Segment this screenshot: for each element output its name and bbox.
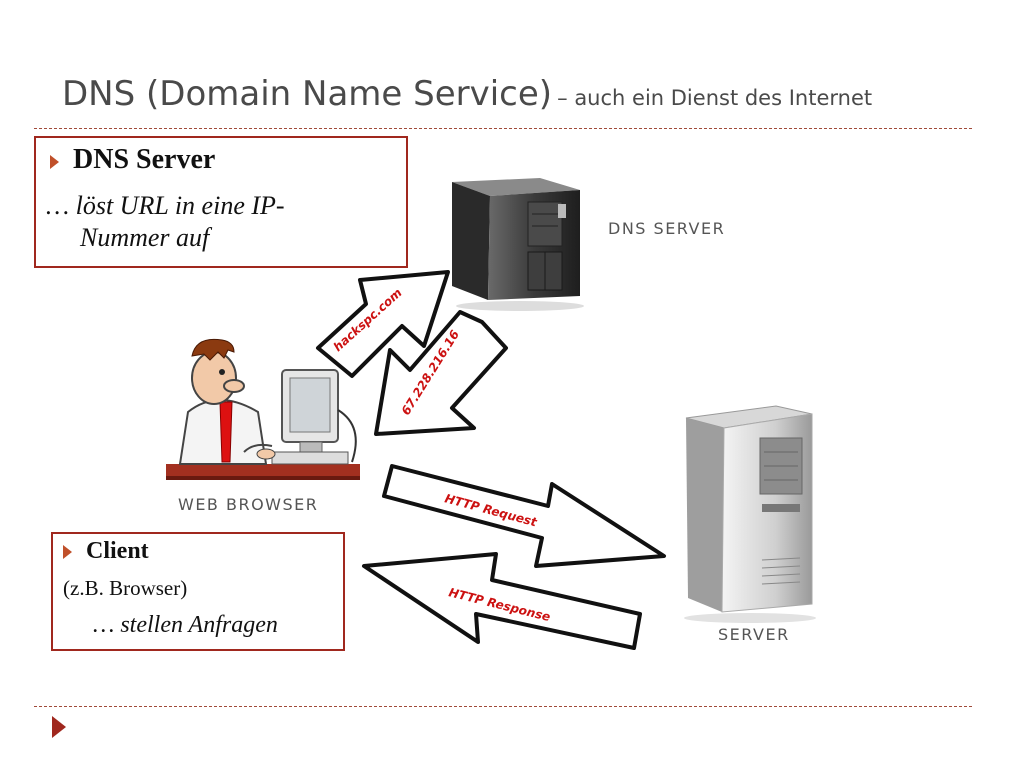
top-divider (34, 128, 972, 129)
dns-server-description: … löst URL in eine IP- Nummer auf (46, 190, 396, 254)
web-browser-user-icon (166, 338, 360, 480)
slide-subtitle: – auch ein Dienst des Internet (557, 86, 873, 110)
dns-server-heading: DNS Server (73, 144, 216, 175)
client-heading-row: Client (63, 538, 149, 565)
server-label: SERVER (718, 625, 790, 644)
client-description: … stellen Anfragen (93, 612, 278, 638)
client-example: (z.B. Browser) (63, 576, 188, 600)
dns-description-line-1: … löst URL in eine IP- (46, 191, 285, 220)
slide-corner-arrow-icon (52, 716, 66, 738)
client-textbox: Client (z.B. Browser) … stellen Anfragen (51, 532, 345, 651)
dns-server-heading-row: DNS Server (50, 144, 215, 176)
server-icon (684, 405, 816, 623)
http-request-arrow: HTTP Request (382, 464, 666, 568)
slide-title: DNS (Domain Name Service) – auch ein Die… (62, 74, 872, 114)
dns-server-textbox: DNS Server … löst URL in eine IP- Nummer… (34, 136, 408, 268)
bullet-triangle-icon (63, 545, 72, 560)
dns-server-label: DNS SERVER (608, 219, 725, 238)
dns-server-icon (452, 178, 584, 311)
web-browser-label: WEB BROWSER (178, 495, 318, 514)
dns-description-line-2: Nummer auf (80, 223, 210, 252)
http-response-arrow: HTTP Response (362, 552, 642, 650)
slide-title-main: DNS (Domain Name Service) (62, 74, 553, 114)
bullet-triangle-icon (50, 154, 59, 169)
bottom-divider (34, 706, 972, 707)
client-heading: Client (86, 538, 149, 564)
